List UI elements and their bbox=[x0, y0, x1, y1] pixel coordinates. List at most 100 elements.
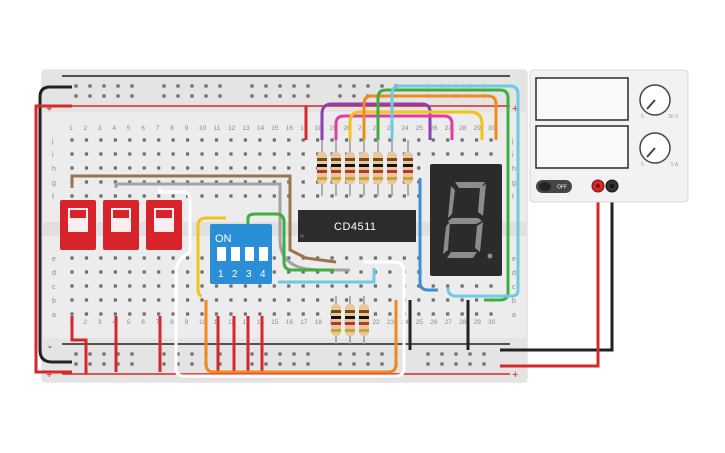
breadboard-hole[interactable] bbox=[176, 94, 180, 98]
breadboard-hole[interactable] bbox=[301, 270, 305, 274]
breadboard-hole[interactable] bbox=[84, 180, 89, 184]
breadboard-hole[interactable] bbox=[214, 284, 219, 288]
breadboard-hole[interactable] bbox=[287, 270, 291, 274]
breadboard-hole[interactable] bbox=[214, 312, 219, 316]
breadboard-hole[interactable] bbox=[306, 362, 310, 366]
breadboard-hole[interactable] bbox=[373, 256, 378, 260]
breadboard-hole[interactable] bbox=[190, 362, 194, 366]
breadboard-hole[interactable] bbox=[186, 312, 190, 316]
breadboard-hole[interactable] bbox=[272, 284, 276, 288]
slide-switch-2[interactable] bbox=[103, 200, 139, 250]
breadboard-hole[interactable] bbox=[388, 138, 392, 142]
wire-ground-left[interactable] bbox=[38, 85, 72, 364]
breadboard-hole[interactable] bbox=[157, 312, 161, 316]
breadboard-hole[interactable] bbox=[200, 152, 204, 156]
breadboard-hole[interactable] bbox=[431, 312, 435, 316]
dip-toggle-1[interactable] bbox=[217, 247, 226, 261]
breadboard-hole[interactable] bbox=[99, 194, 103, 198]
breadboard-hole[interactable] bbox=[200, 194, 204, 198]
breadboard-hole[interactable] bbox=[301, 284, 305, 288]
breadboard-hole[interactable] bbox=[113, 298, 117, 302]
breadboard-hole[interactable] bbox=[243, 298, 247, 302]
wire-cyan-right[interactable] bbox=[390, 84, 520, 298]
breadboard-hole[interactable] bbox=[200, 256, 204, 260]
wire-orange-top[interactable] bbox=[362, 94, 498, 140]
breadboard-hole[interactable] bbox=[301, 166, 305, 170]
breadboard-hole[interactable] bbox=[373, 138, 378, 142]
breadboard-hole[interactable] bbox=[243, 166, 247, 170]
breadboard-hole[interactable] bbox=[157, 152, 161, 156]
breadboard-hole[interactable] bbox=[157, 284, 161, 288]
breadboard-hole[interactable] bbox=[330, 270, 334, 274]
breadboard-hole[interactable] bbox=[171, 312, 175, 316]
breadboard-hole[interactable] bbox=[417, 298, 421, 302]
breadboard-hole[interactable] bbox=[292, 84, 296, 88]
breadboard-hole[interactable] bbox=[489, 284, 493, 288]
breadboard-hole[interactable] bbox=[157, 194, 161, 198]
breadboard-hole[interactable] bbox=[157, 138, 161, 142]
breadboard-hole[interactable] bbox=[264, 352, 268, 356]
breadboard-hole[interactable] bbox=[272, 180, 276, 184]
breadboard-hole[interactable] bbox=[229, 194, 233, 198]
breadboard-hole[interactable] bbox=[301, 312, 305, 316]
breadboard-hole[interactable] bbox=[243, 312, 247, 316]
breadboard-hole[interactable] bbox=[278, 362, 282, 366]
breadboard-hole[interactable] bbox=[190, 84, 194, 88]
breadboard-hole[interactable] bbox=[162, 362, 166, 366]
breadboard-hole[interactable] bbox=[330, 194, 334, 198]
breadboard-hole[interactable] bbox=[482, 352, 486, 356]
breadboard-hole[interactable] bbox=[113, 312, 117, 316]
breadboard-hole[interactable] bbox=[229, 138, 233, 142]
breadboard-hole[interactable] bbox=[171, 166, 175, 170]
breadboard-hole[interactable] bbox=[186, 180, 190, 184]
breadboard-hole[interactable] bbox=[330, 256, 334, 260]
wire-cyan-dip[interactable] bbox=[278, 268, 376, 284]
breadboard-hole[interactable] bbox=[426, 362, 430, 366]
dip-toggle-4[interactable] bbox=[259, 247, 268, 261]
breadboard-hole[interactable] bbox=[258, 298, 262, 302]
breadboard-hole[interactable] bbox=[102, 94, 106, 98]
breadboard-hole[interactable] bbox=[88, 84, 92, 88]
wire-brown[interactable] bbox=[70, 174, 337, 264]
breadboard-hole[interactable] bbox=[431, 298, 435, 302]
breadboard-hole[interactable] bbox=[229, 152, 233, 156]
breadboard-hole[interactable] bbox=[84, 138, 89, 142]
breadboard-hole[interactable] bbox=[214, 180, 219, 184]
breadboard-hole[interactable] bbox=[70, 138, 74, 142]
breadboard-hole[interactable] bbox=[204, 84, 208, 88]
breadboard-hole[interactable] bbox=[142, 180, 146, 184]
resistor-top-3[interactable] bbox=[345, 140, 355, 196]
breadboard-hole[interactable] bbox=[475, 312, 479, 316]
breadboard-hole[interactable] bbox=[272, 270, 276, 274]
breadboard-hole[interactable] bbox=[388, 284, 392, 288]
breadboard-hole[interactable] bbox=[74, 94, 78, 98]
breadboard-hole[interactable] bbox=[272, 152, 276, 156]
breadboard-hole[interactable] bbox=[113, 256, 117, 260]
breadboard-hole[interactable] bbox=[250, 94, 254, 98]
breadboard-hole[interactable] bbox=[344, 284, 349, 288]
breadboard-hole[interactable] bbox=[344, 194, 349, 198]
breadboard-hole[interactable] bbox=[229, 180, 233, 184]
breadboard-hole[interactable] bbox=[88, 352, 92, 356]
breadboard-hole[interactable] bbox=[84, 152, 89, 156]
breadboard-hole[interactable] bbox=[306, 352, 310, 356]
breadboard-hole[interactable] bbox=[190, 352, 194, 356]
breadboard-hole[interactable] bbox=[489, 152, 493, 156]
breadboard-hole[interactable] bbox=[116, 362, 120, 366]
resistor-bottom-2[interactable] bbox=[345, 296, 355, 344]
breadboard-hole[interactable] bbox=[417, 138, 421, 142]
breadboard-hole[interactable] bbox=[306, 84, 310, 88]
breadboard-hole[interactable] bbox=[142, 298, 146, 302]
breadboard-hole[interactable] bbox=[157, 166, 161, 170]
breadboard-hole[interactable] bbox=[250, 352, 254, 356]
breadboard-hole[interactable] bbox=[200, 284, 204, 288]
breadboard-hole[interactable] bbox=[316, 284, 320, 288]
breadboard-hole[interactable] bbox=[258, 138, 262, 142]
breadboard-hole[interactable] bbox=[70, 270, 74, 274]
breadboard-hole[interactable] bbox=[70, 256, 74, 260]
resistor-top-1[interactable] bbox=[317, 140, 327, 196]
breadboard-hole[interactable] bbox=[157, 298, 161, 302]
breadboard-hole[interactable] bbox=[70, 298, 74, 302]
breadboard-hole[interactable] bbox=[116, 94, 120, 98]
breadboard-hole[interactable] bbox=[359, 284, 363, 288]
